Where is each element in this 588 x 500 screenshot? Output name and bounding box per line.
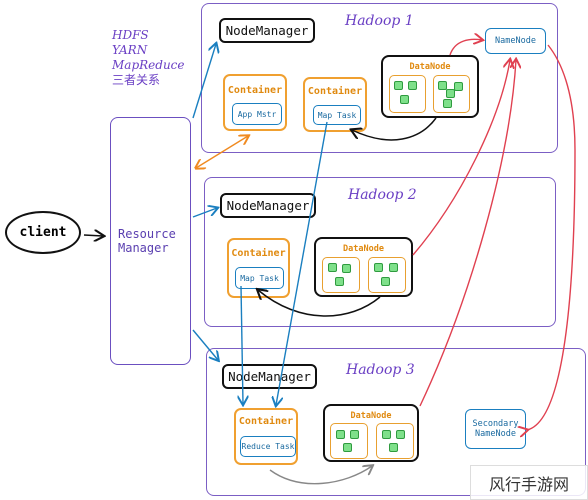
block-icon xyxy=(343,443,352,452)
datanode2-to-namenode-arrow xyxy=(412,60,510,256)
map-task: Map Task xyxy=(313,105,361,125)
block-icon xyxy=(396,430,405,439)
reduce-to-datanode3-arrow xyxy=(269,466,372,485)
block-icon xyxy=(336,430,345,439)
note-mapreduce: MapReduce xyxy=(112,58,185,72)
hadoop1-node-manager-label: NodeManager xyxy=(225,23,309,38)
block-icon xyxy=(374,263,383,272)
block-icon xyxy=(382,430,391,439)
block-icon xyxy=(400,95,409,104)
data-block xyxy=(389,75,426,113)
datanode3-to-namenode-arrow xyxy=(419,60,516,407)
datanode-label: DataNode xyxy=(409,62,451,72)
resource-manager-line2: Manager xyxy=(118,241,169,255)
rm-to-nm2-arrow xyxy=(192,208,217,218)
hadoop3-datanode: DataNode xyxy=(323,404,419,462)
block-icon xyxy=(408,81,417,90)
datanode-label: DataNode xyxy=(350,411,392,421)
block-icon xyxy=(454,82,463,91)
notes: HDFS YARN MapReduce 三者关系 xyxy=(112,28,185,88)
hadoop2-node-manager-label: NodeManager xyxy=(226,198,310,213)
watermark: 风行手游网 xyxy=(470,465,588,500)
hadoop1-container-map: Container Map Task xyxy=(303,77,367,132)
hadoop1-container-app: Container App Mstr xyxy=(223,74,287,131)
block-icon xyxy=(381,277,390,286)
namenode-label: NameNode xyxy=(495,36,536,46)
client-node: client xyxy=(5,211,81,254)
secondary-namenode: Secondary NameNode xyxy=(465,409,526,449)
data-block xyxy=(368,257,406,293)
note-relationship: 三者关系 xyxy=(112,73,161,87)
data-block xyxy=(433,75,470,113)
resource-manager: Resource Manager xyxy=(110,117,191,365)
datanode1-to-namenode-arrow xyxy=(449,39,482,56)
hadoop3-container-reduce: Container Reduce Task xyxy=(234,408,298,465)
block-icon xyxy=(335,277,344,286)
maptask1-to-reduce-arrow xyxy=(276,121,328,405)
data-block xyxy=(330,423,368,459)
hadoop1-title: Hadoop 1 xyxy=(345,13,414,29)
block-icon xyxy=(389,263,398,272)
secondary-namenode-line2: NameNode xyxy=(475,429,516,439)
rm-to-nm3-arrow xyxy=(192,329,218,360)
resource-manager-line1: Resource xyxy=(118,227,176,241)
reduce-task: Reduce Task xyxy=(240,436,296,457)
datanode1-to-maptask-arrow xyxy=(352,117,437,141)
block-icon xyxy=(350,430,359,439)
namenode: NameNode xyxy=(485,28,546,54)
block-icon xyxy=(446,89,455,98)
container-label: Container xyxy=(238,416,294,427)
hadoop3-node-manager: NodeManager xyxy=(222,364,317,389)
hadoop1-node-manager: NodeManager xyxy=(219,18,315,43)
secondary-namenode-line1: Secondary xyxy=(472,419,519,429)
client-to-rm-arrow xyxy=(83,235,103,236)
app-master-task: App Mstr xyxy=(232,103,282,125)
container-label: Container xyxy=(307,86,363,97)
container-label: Container xyxy=(231,248,286,259)
rm-to-nm1-arrow xyxy=(192,44,216,119)
data-block xyxy=(322,257,360,293)
block-icon xyxy=(389,443,398,452)
hadoop3-title: Hadoop 3 xyxy=(346,362,415,378)
note-yarn: YARN xyxy=(112,43,148,57)
hadoop2-node-manager: NodeManager xyxy=(220,193,316,218)
block-icon xyxy=(342,264,351,273)
container-label: Container xyxy=(227,85,283,96)
block-icon xyxy=(438,81,447,90)
note-hdfs: HDFS xyxy=(112,28,149,42)
datanode2-to-maptask-arrow xyxy=(258,290,381,317)
data-block xyxy=(376,423,414,459)
block-icon xyxy=(328,263,337,272)
maptask2-to-reduce-arrow xyxy=(241,285,243,404)
watermark-text: 风行手游网 xyxy=(488,474,569,494)
block-icon xyxy=(443,99,452,108)
hadoop1-datanode: DataNode xyxy=(381,55,479,118)
secondary-to-namenode-arrow xyxy=(527,44,576,430)
rm-app-master-arrow xyxy=(196,136,248,168)
datanode-label: DataNode xyxy=(343,244,384,254)
hadoop3-node-manager-label: NodeManager xyxy=(228,369,311,384)
client-label: client xyxy=(19,225,67,240)
block-icon xyxy=(394,81,403,90)
hadoop2-title: Hadoop 2 xyxy=(348,187,417,203)
hadoop2-datanode: DataNode xyxy=(314,237,413,297)
